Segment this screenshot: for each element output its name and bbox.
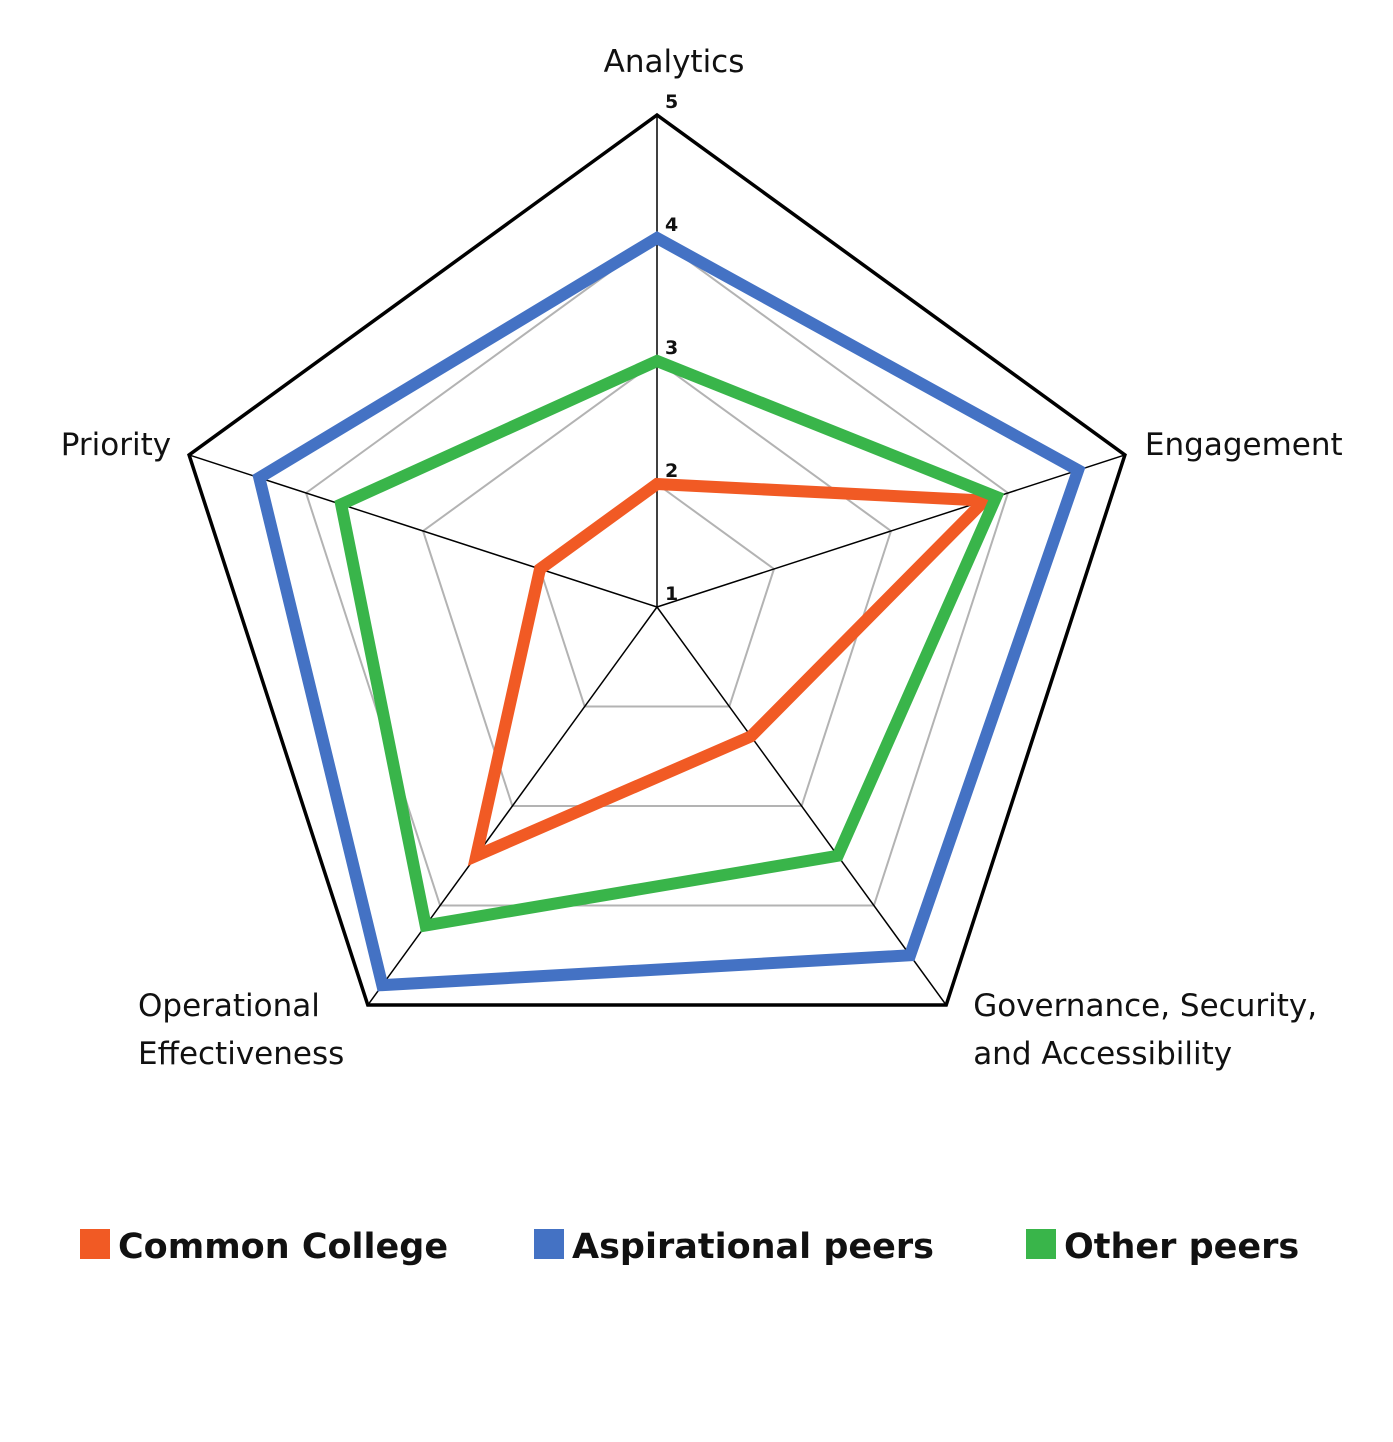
axis-label-line: Operational [138, 988, 320, 1024]
tick-label-4: 4 [665, 214, 678, 236]
legend-swatch-aspirational-peers [534, 1229, 564, 1259]
tick-label-3: 3 [665, 337, 678, 359]
legend-swatch-common-college [80, 1229, 110, 1259]
axis-label-priority: Priority [61, 427, 171, 463]
series-other-peers [334, 354, 1005, 933]
axis-label-line: Governance, Security, [973, 988, 1317, 1024]
axis-spoke-governance-security-and-accessibility [656, 606, 947, 1006]
legend: Common College Aspirational peers Other pe… [80, 1227, 1299, 1267]
axis-label-analytics: Analytics [604, 44, 745, 80]
grid-ring-4 [304, 236, 1010, 907]
grid-ring-5 [187, 112, 1127, 1007]
grid-ring-3 [421, 359, 893, 808]
legend-swatch-other-peers [1026, 1229, 1056, 1259]
axis-label-engagement: Engagement [1145, 427, 1343, 463]
tick-label-1: 1 [665, 583, 678, 605]
axis-label-line: Effectiveness [138, 1036, 344, 1072]
legend-label-other-peers: Other peers [1064, 1227, 1299, 1267]
tick-label-5: 5 [665, 91, 678, 113]
axis-spoke-engagement [656, 454, 1126, 608]
tick-labels: 1 2 3 4 5 [665, 91, 678, 605]
series-layer [252, 231, 1086, 992]
axis-label-line: Priority [61, 427, 171, 463]
legend-label-aspirational-peers: Aspirational peers [572, 1227, 934, 1267]
axis-label-line: Engagement [1145, 427, 1343, 463]
series-common-college [467, 477, 999, 866]
axis-spokes [188, 115, 1126, 1006]
axis-label-line: Analytics [604, 44, 745, 80]
axis-label-governance-security-and-accessibility: Governance, Security, and Accessibility [973, 988, 1317, 1072]
tick-label-2: 2 [665, 460, 678, 482]
axis-spoke-priority [188, 454, 658, 608]
series-aspirational-peers [252, 231, 1086, 992]
legend-label-common-college: Common College [118, 1227, 448, 1267]
axis-label-line: and Accessibility [973, 1036, 1232, 1072]
axis-spoke-operational-effectiveness [367, 606, 658, 1006]
